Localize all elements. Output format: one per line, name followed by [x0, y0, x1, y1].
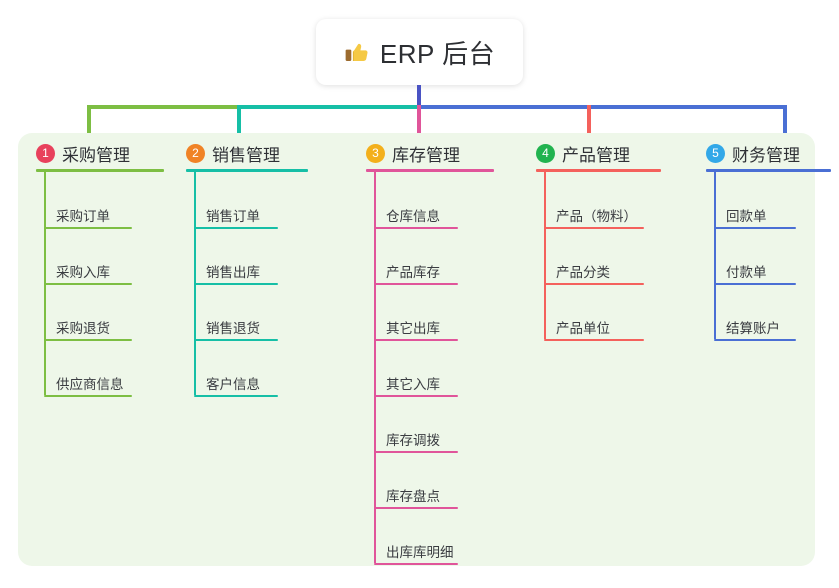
leaf-node-rule [374, 563, 458, 565]
leaf-node-rule [44, 283, 132, 285]
root-title: ERP 后台 [379, 38, 496, 69]
leaf-node-rule [374, 451, 458, 453]
column-spine [714, 170, 716, 339]
column-header-rule [36, 169, 164, 172]
leaf-node[interactable]: 结算账户 [726, 321, 780, 336]
column-spine [544, 170, 546, 339]
column-header-rule [366, 169, 494, 172]
leaf-node-rule [194, 283, 278, 285]
leaf-node-rule [194, 339, 278, 341]
leaf-node-rule [714, 283, 796, 285]
column-spine [194, 170, 196, 395]
column-title: 采购管理 [62, 146, 130, 165]
leaf-node-rule [714, 227, 796, 229]
drop-line-blue [783, 105, 787, 145]
column-number-badge: 4 [536, 144, 555, 163]
bus-segment-green [87, 105, 239, 109]
column-spine [44, 170, 46, 395]
leaf-node[interactable]: 供应商信息 [56, 377, 124, 392]
column-number-badge: 3 [366, 144, 385, 163]
trunk-line [417, 85, 421, 107]
leaf-node-rule [44, 227, 132, 229]
root-node[interactable]: ERP 后台 [316, 19, 523, 85]
column-spine [374, 170, 376, 563]
leaf-node[interactable]: 仓库信息 [386, 209, 440, 224]
leaf-node[interactable]: 库存调拨 [386, 433, 440, 448]
leaf-node[interactable]: 回款单 [726, 209, 767, 224]
leaf-node-rule [374, 339, 458, 341]
leaf-node[interactable]: 产品库存 [386, 265, 440, 280]
column-title: 销售管理 [212, 146, 280, 165]
column-title: 财务管理 [732, 146, 800, 165]
bus-segment-teal [237, 105, 419, 109]
column-header-销售管理[interactable]: 2 销售管理 [186, 141, 280, 166]
leaf-node-rule [544, 283, 644, 285]
column-header-产品管理[interactable]: 4 产品管理 [536, 141, 630, 166]
leaf-node-rule [374, 227, 458, 229]
leaf-node[interactable]: 出库库明细 [386, 545, 454, 560]
leaf-node-rule [714, 339, 796, 341]
column-header-rule [706, 169, 831, 172]
column-title: 产品管理 [562, 146, 630, 165]
leaf-node[interactable]: 其它出库 [386, 321, 440, 336]
leaf-node[interactable]: 其它入库 [386, 377, 440, 392]
drop-line-green [87, 105, 91, 145]
leaf-node-rule [44, 395, 132, 397]
diagram-panel: 1 采购管理采购订单采购入库采购退货供应商信息 2 销售管理销售订单销售出库销售退货客… [18, 133, 831, 566]
column-number-badge: 5 [706, 144, 725, 163]
leaf-node[interactable]: 客户信息 [206, 377, 260, 392]
thumbs-up-icon [345, 43, 368, 61]
leaf-node[interactable]: 销售出库 [206, 265, 260, 280]
leaf-node-rule [544, 227, 644, 229]
column-title: 库存管理 [392, 146, 460, 165]
leaf-node[interactable]: 采购退货 [56, 321, 110, 336]
leaf-node[interactable]: 付款单 [726, 265, 767, 280]
leaf-node[interactable]: 采购入库 [56, 265, 110, 280]
column-header-采购管理[interactable]: 1 采购管理 [36, 141, 130, 166]
leaf-node[interactable]: 销售订单 [206, 209, 260, 224]
leaf-node[interactable]: 产品单位 [556, 321, 610, 336]
column-header-库存管理[interactable]: 3 库存管理 [366, 141, 460, 166]
leaf-node-rule [374, 507, 458, 509]
leaf-node[interactable]: 产品分类 [556, 265, 610, 280]
bus-segment-blue [417, 105, 785, 109]
column-header-rule [536, 169, 661, 172]
leaf-node-rule [374, 283, 458, 285]
leaf-node[interactable]: 产品（物料） [556, 209, 637, 224]
drop-line-teal [237, 105, 241, 145]
drop-line-red [587, 105, 591, 145]
drop-line-pink [417, 105, 421, 145]
leaf-node-rule [194, 395, 278, 397]
leaf-node-rule [44, 339, 132, 341]
column-header-rule [186, 169, 308, 172]
leaf-node[interactable]: 采购订单 [56, 209, 110, 224]
column-number-badge: 1 [36, 144, 55, 163]
leaf-node[interactable]: 销售退货 [206, 321, 260, 336]
column-number-badge: 2 [186, 144, 205, 163]
leaf-node-rule [374, 395, 458, 397]
leaf-node[interactable]: 库存盘点 [386, 489, 440, 504]
column-header-财务管理[interactable]: 5 财务管理 [706, 141, 800, 166]
leaf-node-rule [194, 227, 278, 229]
leaf-node-rule [544, 339, 644, 341]
